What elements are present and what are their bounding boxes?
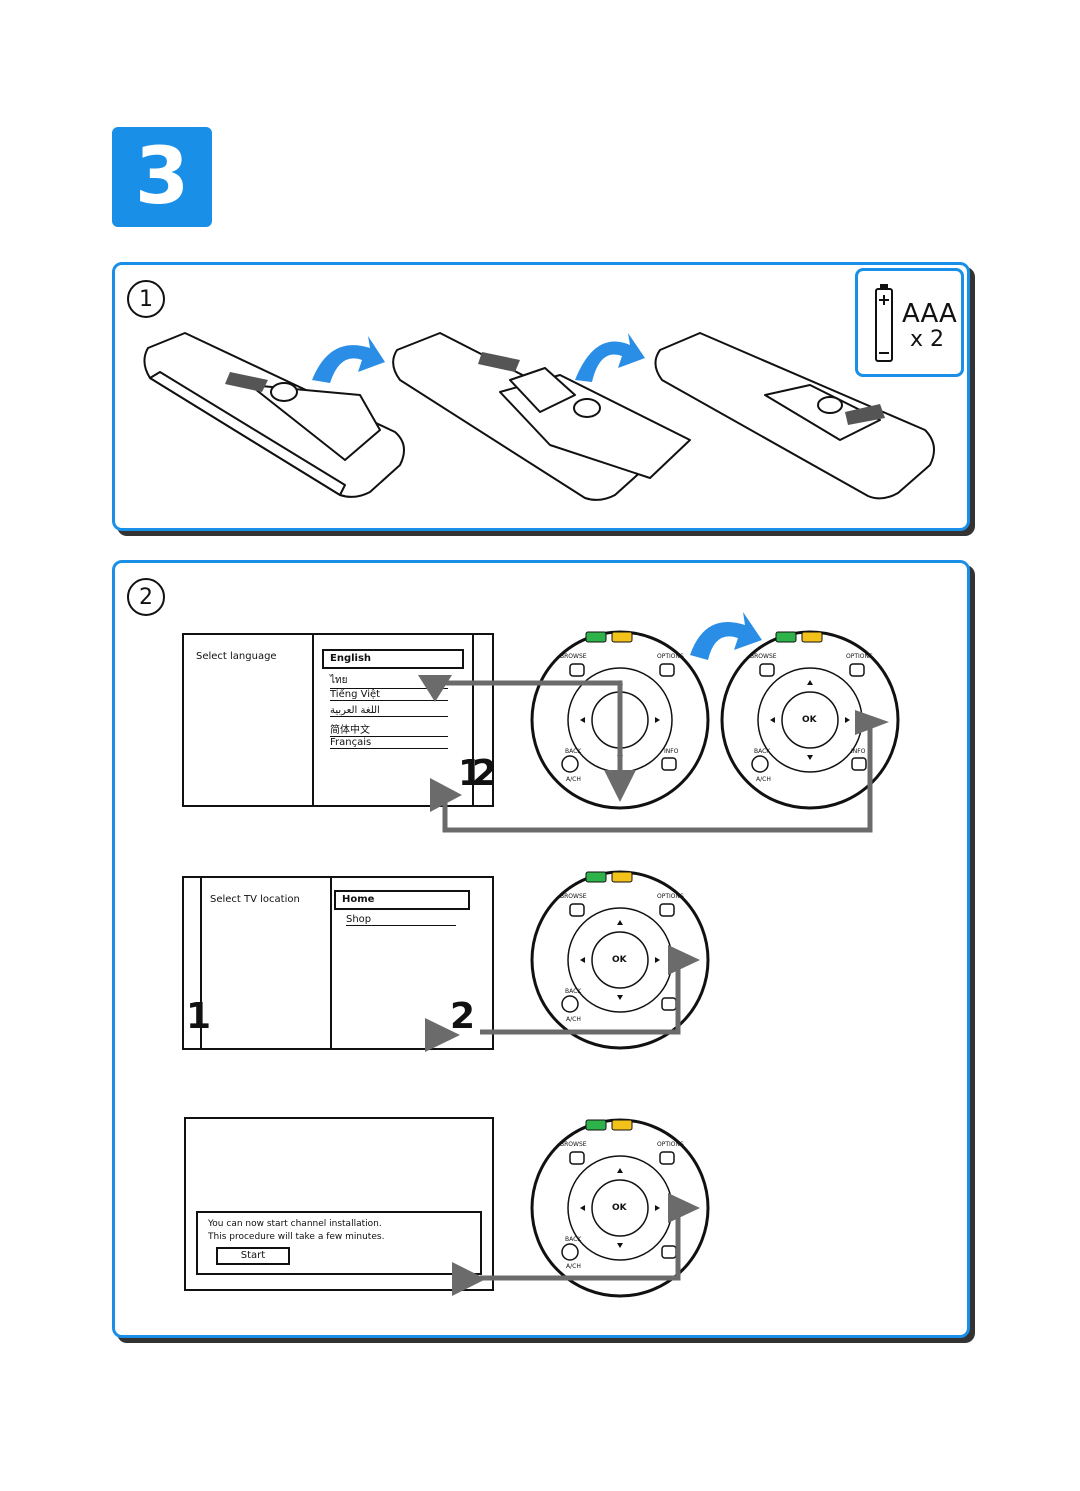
step-mark-2b: 2 — [450, 996, 476, 1037]
language-option-vietnamese[interactable]: Tiếng Việt — [330, 689, 448, 701]
ok-label-3[interactable]: OK — [612, 955, 627, 965]
step-mark-2: 2 — [472, 753, 498, 794]
navigation-arrowheads — [418, 675, 889, 1296]
back-label-1: BACK — [565, 748, 582, 755]
options-label-1: OPTIONS — [657, 653, 684, 660]
language-option-thai[interactable]: ไทย — [330, 673, 448, 689]
step-mark-1: 1 — [458, 753, 484, 794]
language-option-english[interactable]: English — [322, 649, 464, 669]
start-button[interactable]: Start — [216, 1247, 290, 1265]
navigation-arrows — [435, 680, 873, 1281]
remote-battery-inserted-illustration — [654, 332, 935, 500]
installation-dialog: You can now start channel installation. … — [196, 1211, 482, 1275]
battery-type: AAA — [902, 299, 957, 329]
location-screen-title: Select TV location — [210, 894, 300, 905]
ach-label-2: A/CH — [756, 776, 771, 783]
info-label-1: INFO — [664, 748, 679, 755]
panel-2-number: 2 — [127, 578, 165, 616]
ok-label-2[interactable]: OK — [802, 715, 817, 725]
language-option-chinese[interactable]: 简体中文 — [330, 721, 448, 737]
back-label-4: BACK — [565, 1236, 582, 1243]
installation-screen: You can now start channel installation. … — [184, 1117, 494, 1291]
remote-open-illustration — [392, 332, 691, 501]
back-label-3: BACK — [565, 988, 582, 995]
browse-label-3: BROWSE — [560, 893, 587, 900]
location-option-home[interactable]: Home — [334, 890, 470, 910]
location-screen: Select TV location Home Shop 1 2 — [182, 876, 494, 1050]
remote-closed-illustration — [143, 332, 405, 498]
ach-label-4: A/CH — [566, 1263, 581, 1270]
step-number-badge: 3 — [112, 127, 212, 227]
ach-label-1: A/CH — [566, 776, 581, 783]
options-label-3: OPTIONS — [657, 893, 684, 900]
options-label-2: OPTIONS — [846, 653, 873, 660]
language-option-french[interactable]: Français — [330, 737, 448, 749]
battery-count: x 2 — [910, 327, 945, 352]
step-mark-1b: 1 — [186, 996, 212, 1037]
battery-icon — [875, 284, 893, 362]
info-label-2: INFO — [851, 748, 866, 755]
curved-arrow-2 — [575, 333, 645, 382]
browse-label-1: BROWSE — [560, 653, 587, 660]
ok-label-4[interactable]: OK — [612, 1203, 627, 1213]
installation-message-line1: You can now start channel installation. — [208, 1219, 382, 1229]
curved-arrow-3 — [690, 612, 762, 660]
language-screen-title: Select language — [196, 651, 277, 662]
location-option-shop[interactable]: Shop — [346, 914, 456, 926]
battery-info-box: AAA x 2 — [855, 268, 964, 377]
installation-message-line2: This procedure will take a few minutes. — [208, 1232, 385, 1242]
ach-label-3: A/CH — [566, 1016, 581, 1023]
panel-1-number: 1 — [127, 280, 165, 318]
browse-label-4: BROWSE — [560, 1141, 587, 1148]
options-label-4: OPTIONS — [657, 1141, 684, 1148]
curved-arrow-1 — [312, 336, 385, 383]
back-label-2: BACK — [754, 748, 771, 755]
language-option-arabic[interactable]: اللغة العربية — [330, 705, 448, 717]
language-screen: Select language English ไทย Tiếng Việt ا… — [182, 633, 498, 807]
browse-label-2: BROWSE — [750, 653, 777, 660]
